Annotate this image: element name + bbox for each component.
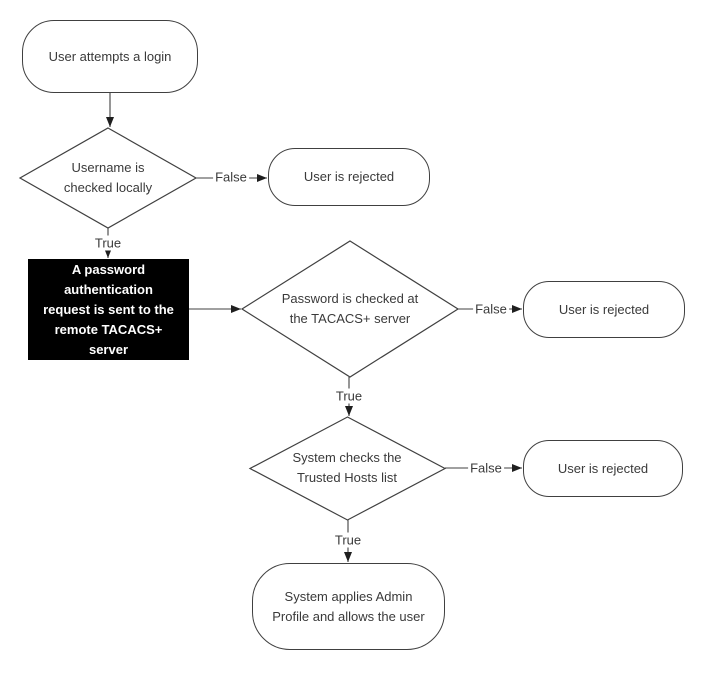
node-password-request-label: A password authentication request is sen… xyxy=(43,261,174,357)
edge-label-trusted-false: False xyxy=(468,460,504,476)
node-password-request: A password authentication request is sen… xyxy=(28,259,189,360)
node-check-password-label: Password is checked at the TACACS+ serve… xyxy=(281,291,419,326)
edge-label-password-true: True xyxy=(333,388,365,404)
edge-label-trusted-true: True xyxy=(332,532,364,548)
edge-label-password-false: False xyxy=(473,301,509,317)
edge-label-username-true: True xyxy=(92,235,124,251)
node-start-label: User attempts a login xyxy=(48,48,172,64)
node-user-rejected-3-label: User is rejected xyxy=(557,460,649,476)
node-user-rejected-3: User is rejected xyxy=(523,440,683,497)
node-check-trusted-hosts-label: System checks the Trusted Hosts list xyxy=(292,450,402,485)
node-user-rejected-2-label: User is rejected xyxy=(558,301,650,317)
node-user-rejected-1-label: User is rejected xyxy=(303,169,395,184)
node-apply-profile-label: System applies Admin Profile and allows … xyxy=(272,588,425,624)
edge-label-username-false: False xyxy=(213,169,249,185)
decision-check-password-shape xyxy=(240,240,460,378)
node-user-rejected-1: User is rejected xyxy=(268,148,430,206)
node-apply-profile: System applies Admin Profile and allows … xyxy=(252,563,445,650)
node-user-rejected-2: User is rejected xyxy=(523,281,685,338)
node-check-username-label: Username is checked locally xyxy=(63,160,153,195)
node-start: User attempts a login xyxy=(22,20,198,93)
